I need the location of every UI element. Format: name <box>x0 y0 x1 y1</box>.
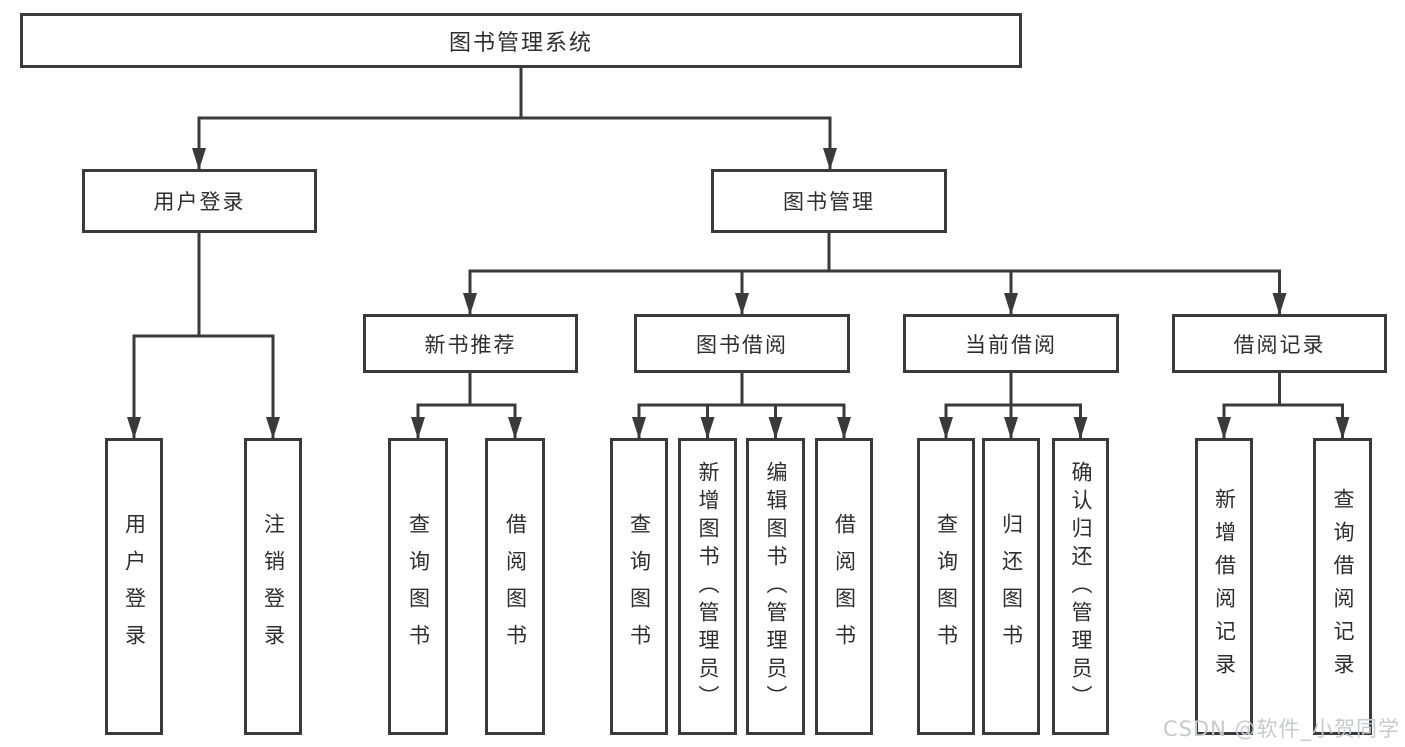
leaf-current-query-books: 查询图书 <box>917 438 975 735</box>
leaf-borrow-books: 借阅图书 <box>815 438 873 735</box>
leaf-logout-label: 注销登录 <box>261 512 286 661</box>
node-new-book-recommend: 新书推荐 <box>363 314 578 373</box>
leaf-logout: 注销登录 <box>244 438 302 735</box>
leaf-recommend-borrow-books: 借阅图书 <box>485 438 545 735</box>
leaf-recommend-query-books: 查询图书 <box>388 438 448 735</box>
node-root-system: 图书管理系统 <box>20 13 1022 68</box>
leaf-recommend-query-books-label: 查询图书 <box>406 512 431 661</box>
leaf-query-borrow-record-label: 查询借阅记录 <box>1331 487 1355 686</box>
leaf-edit-books-admin-label: 编辑图书（管理员） <box>764 460 788 713</box>
leaf-confirm-return-admin: 确认归还（管理员） <box>1052 438 1109 735</box>
leaf-borrow-query-books: 查询图书 <box>610 438 668 735</box>
leaf-edit-books-admin: 编辑图书（管理员） <box>746 438 805 735</box>
node-user-login-branch: 用户登录 <box>82 169 317 233</box>
node-book-borrow: 图书借阅 <box>634 314 850 373</box>
leaf-return-books: 归还图书 <box>982 438 1040 735</box>
leaf-recommend-borrow-books-label: 借阅图书 <box>503 512 528 661</box>
leaf-return-books-label: 归还图书 <box>999 512 1024 661</box>
node-borrow-record: 借阅记录 <box>1172 314 1387 373</box>
node-current-borrow: 当前借阅 <box>903 314 1119 373</box>
leaf-user-login-label: 用户登录 <box>122 512 147 661</box>
leaf-current-query-books-label: 查询图书 <box>934 512 959 661</box>
leaf-add-borrow-record: 新增借阅记录 <box>1195 438 1253 735</box>
leaf-query-borrow-record: 查询借阅记录 <box>1313 438 1372 735</box>
node-book-management-branch: 图书管理 <box>711 169 947 233</box>
leaf-borrow-query-books-label: 查询图书 <box>627 512 652 661</box>
leaf-borrow-books-label: 借阅图书 <box>832 512 857 661</box>
leaf-confirm-return-admin-label: 确认归还（管理员） <box>1069 460 1093 713</box>
leaf-user-login: 用户登录 <box>105 438 163 735</box>
leaf-add-books-admin-label: 新增图书（管理员） <box>696 460 720 713</box>
leaf-add-borrow-record-label: 新增借阅记录 <box>1212 487 1237 686</box>
leaf-add-books-admin: 新增图书（管理员） <box>678 438 737 735</box>
